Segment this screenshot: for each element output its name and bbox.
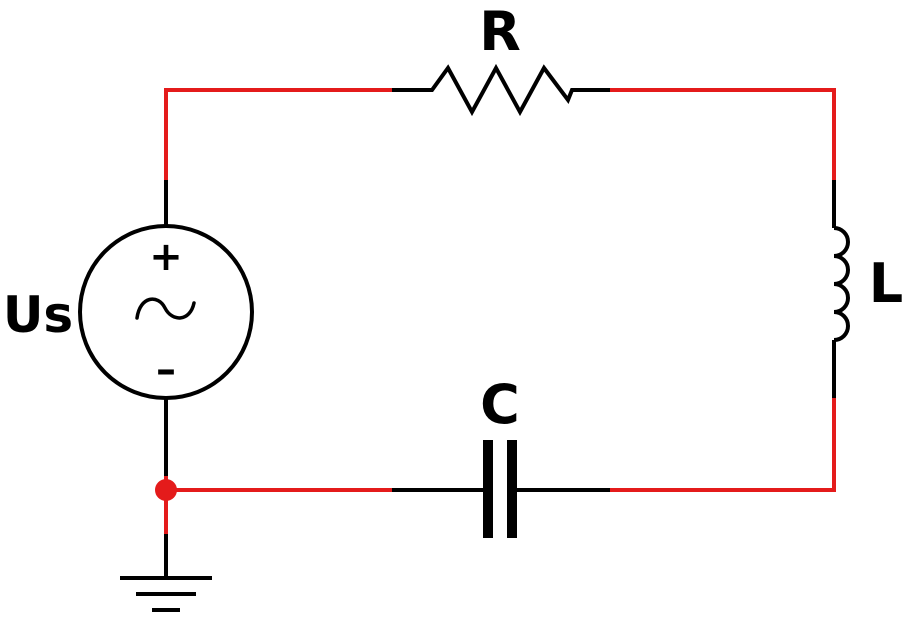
ac-voltage-source-icon xyxy=(78,180,254,476)
wire-right-bottom xyxy=(608,396,836,492)
source-minus-sign: – xyxy=(156,347,176,393)
capacitor-icon xyxy=(392,440,610,538)
resistor-zigzag-icon xyxy=(392,63,610,117)
ground-icon xyxy=(120,534,212,612)
wire-left-top xyxy=(164,88,394,182)
inductor-label: L xyxy=(869,252,903,315)
sine-wave-icon xyxy=(135,297,196,320)
source-label: Us xyxy=(3,286,73,344)
capacitor-label: C xyxy=(480,373,520,436)
wire-right-top xyxy=(608,88,836,182)
wire-left-bottom xyxy=(164,474,394,492)
inductor-coil-icon xyxy=(832,180,850,398)
resistor-label: R xyxy=(479,0,521,63)
junction-node-icon xyxy=(155,479,177,501)
source-plus-sign: + xyxy=(149,234,183,280)
highlighted-wires xyxy=(164,88,836,536)
